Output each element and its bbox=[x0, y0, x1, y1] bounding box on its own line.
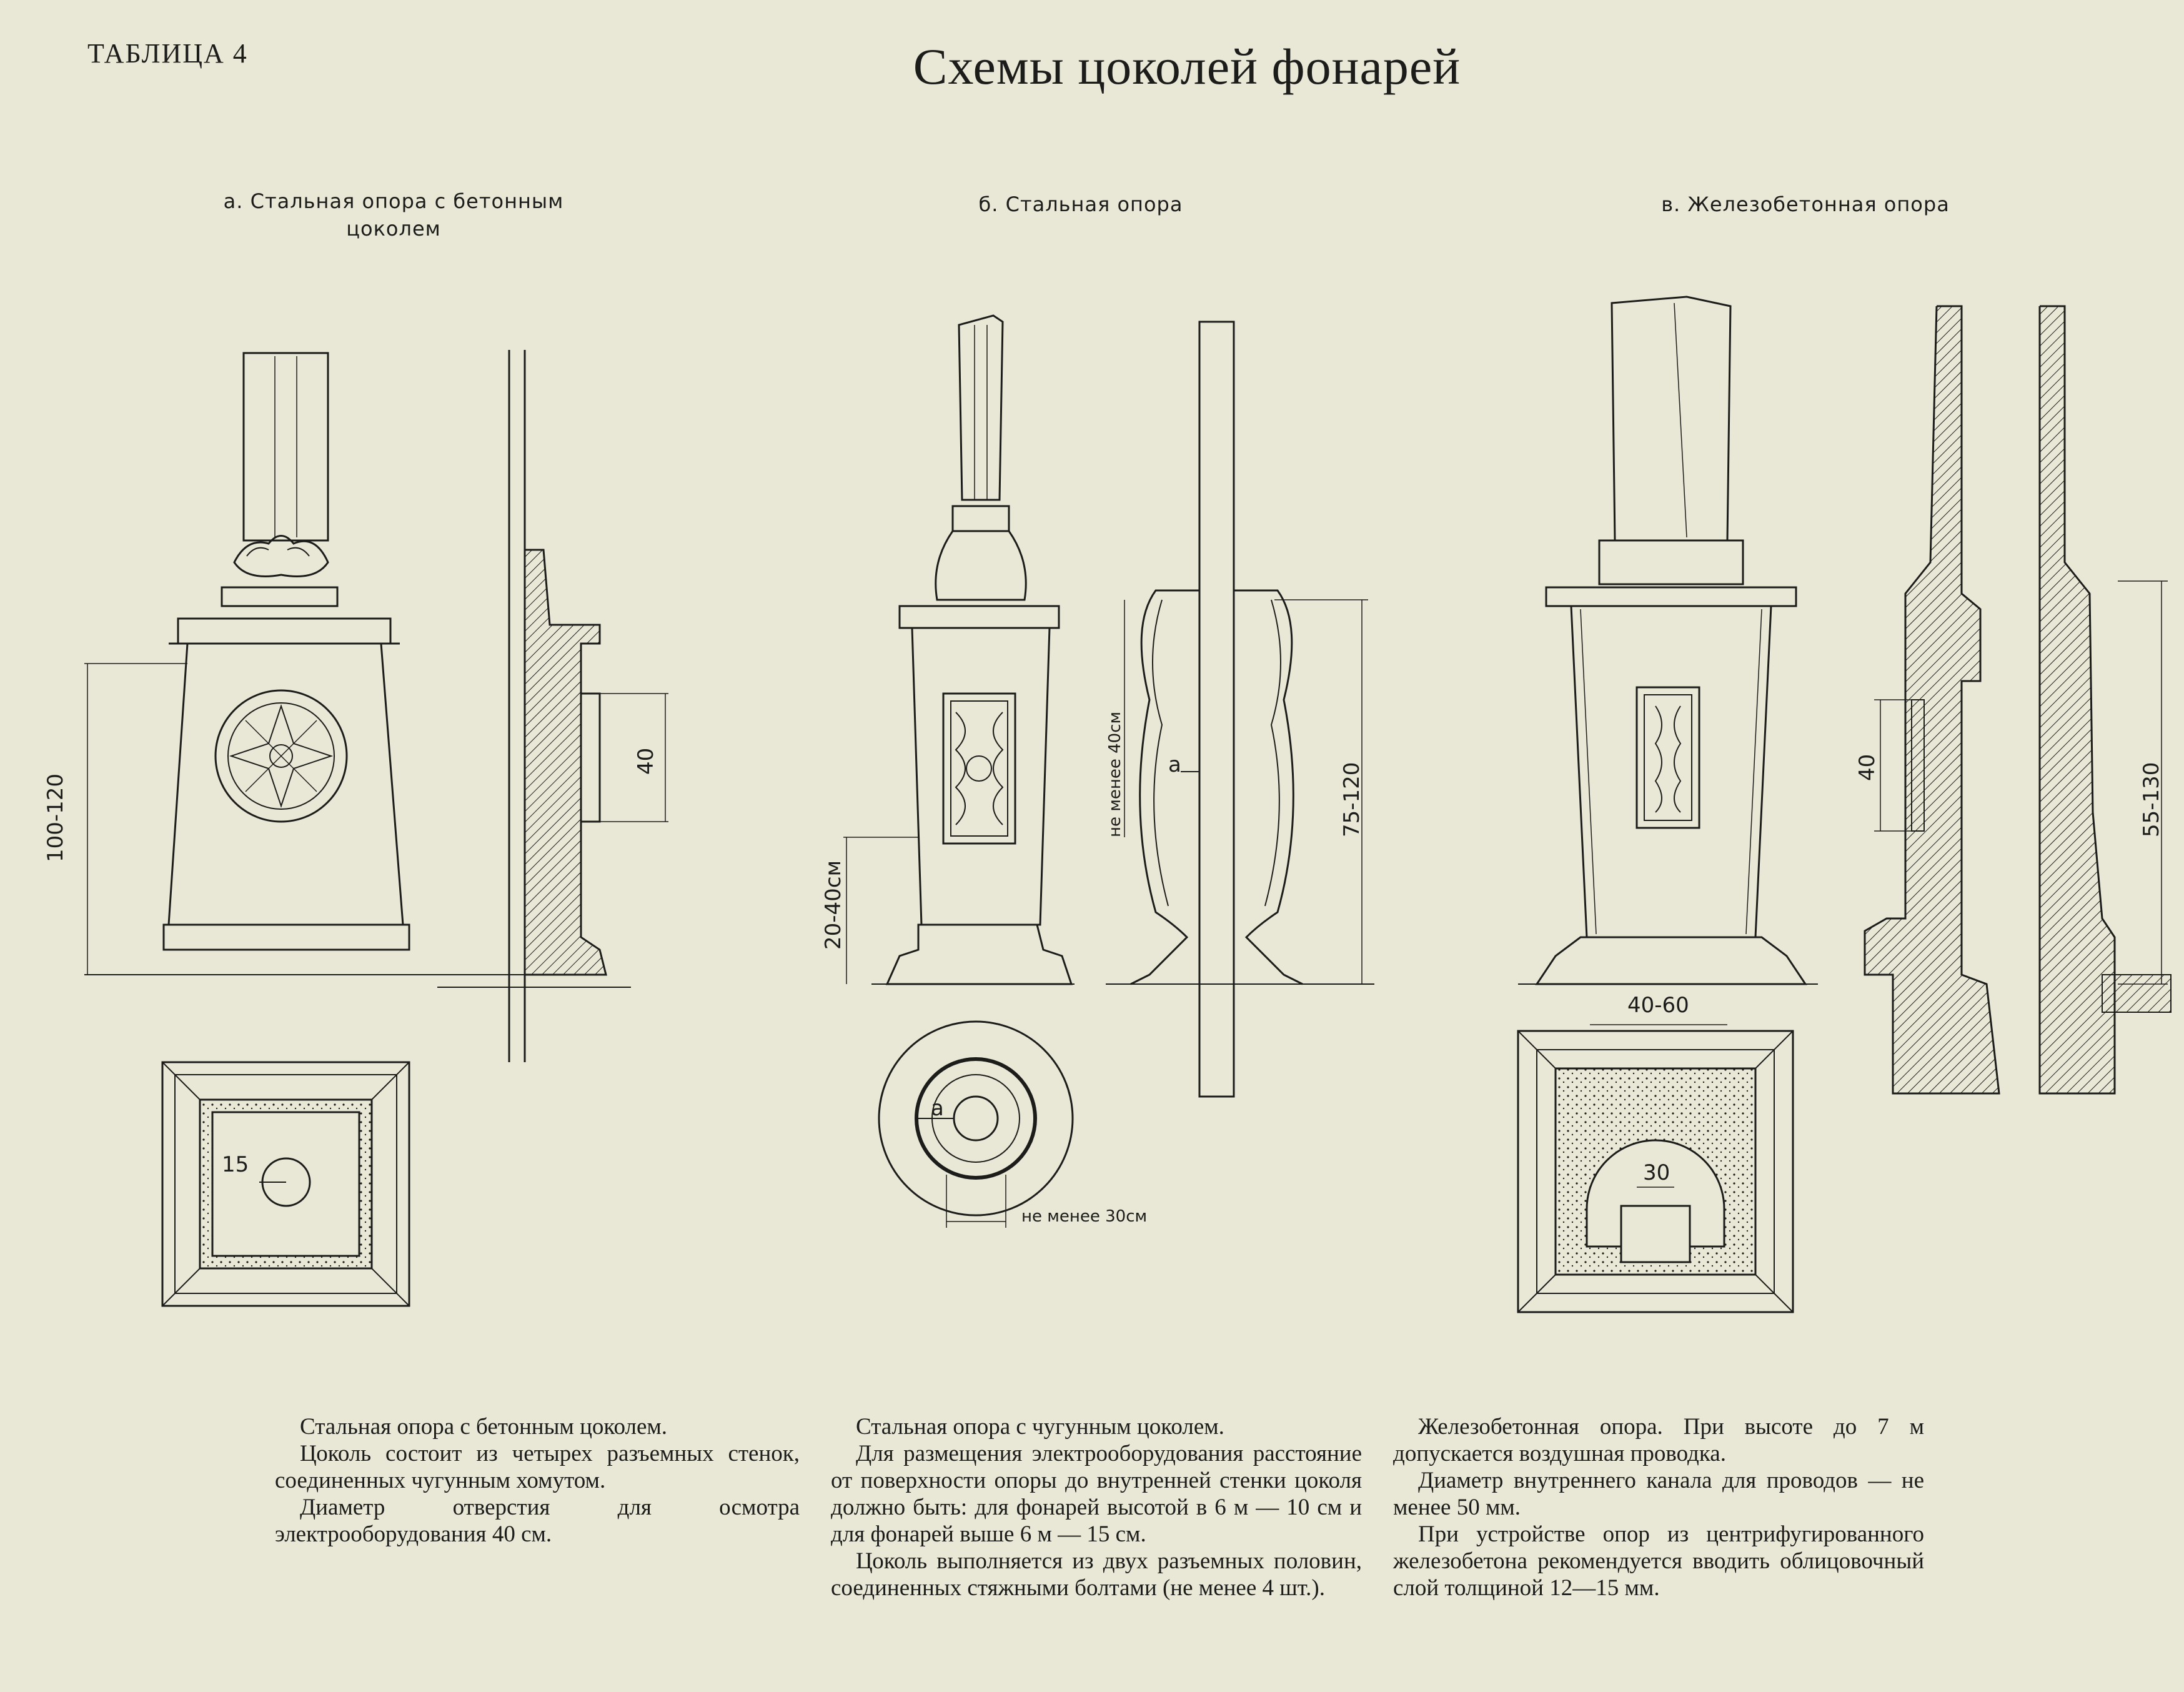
caption-b: Стальная опора с чугунным цоколем. Для р… bbox=[831, 1413, 1362, 1601]
page-title: Схемы цоколей фонарей bbox=[913, 38, 1461, 95]
panel-v-title: в. Железобетонная опора bbox=[1661, 192, 1950, 216]
caption-a-line-1: Стальная опора с бетонным цоколем. bbox=[300, 1414, 668, 1440]
panel-a-plan bbox=[161, 1061, 410, 1307]
panel-a-elevation bbox=[84, 352, 525, 975]
panel-b-section bbox=[1106, 321, 1374, 1098]
caption-v-line-3: При устройстве опор из центрифугированно… bbox=[1393, 1521, 1924, 1601]
dim-v-width: 40-60 bbox=[1627, 993, 1689, 1018]
dim-b-label: а bbox=[1168, 752, 1181, 777]
dim-b-base: 20-40см bbox=[821, 860, 846, 950]
dim-v-opening: 40 bbox=[1855, 754, 1880, 781]
panel-v-elevation bbox=[1518, 296, 1818, 985]
panel-a-title: а. Стальная опора с бетонным цоколем bbox=[223, 189, 564, 241]
caption-b-line-1: Стальная опора с чугунным цоколем. bbox=[856, 1414, 1224, 1440]
table-number: ТАБЛИЦА 4 bbox=[87, 38, 248, 69]
panel-v-section bbox=[1864, 305, 2172, 1095]
caption-v-line-2: Диаметр внутреннего канала для проводов … bbox=[1393, 1468, 1924, 1520]
dim-b-plan-width: не менее 30см bbox=[1021, 1207, 1147, 1226]
caption-b-line-2: Для размещения электрооборудования расст… bbox=[831, 1441, 1362, 1547]
dim-v-height: 55-130 bbox=[2139, 762, 2164, 837]
panel-v-plan bbox=[1517, 1024, 1794, 1313]
dim-a-height: 100-120 bbox=[43, 774, 68, 862]
dim-v-channel: 30 bbox=[1643, 1160, 1670, 1185]
panel-b-plan bbox=[878, 1020, 1074, 1228]
panel-a-section bbox=[437, 350, 668, 1062]
dim-b-height: 75-120 bbox=[1339, 762, 1364, 837]
dim-b-clear: не менее 40см bbox=[1106, 712, 1124, 837]
caption-a: Стальная опора с бетонным цоколем. Цокол… bbox=[275, 1413, 800, 1548]
dim-a-opening: 40 bbox=[633, 748, 658, 775]
caption-b-line-3: Цоколь выполняется из двух разъемных пол… bbox=[831, 1548, 1362, 1601]
caption-a-line-2: Цоколь состоит из четырех разъемных стен… bbox=[275, 1441, 800, 1493]
panel-b-elevation bbox=[843, 314, 1075, 985]
caption-a-line-3: Диаметр отверстия для осмотра электрообо… bbox=[275, 1495, 800, 1547]
caption-v-line-1: Железобетонная опора. При высоте до 7 м … bbox=[1393, 1414, 1924, 1466]
dim-a-hole: 15 bbox=[222, 1152, 249, 1177]
caption-v: Железобетонная опора. При высоте до 7 м … bbox=[1393, 1413, 1924, 1601]
dim-b-plan-label: а bbox=[931, 1096, 944, 1121]
panel-b-title: б. Стальная опора bbox=[978, 192, 1183, 216]
